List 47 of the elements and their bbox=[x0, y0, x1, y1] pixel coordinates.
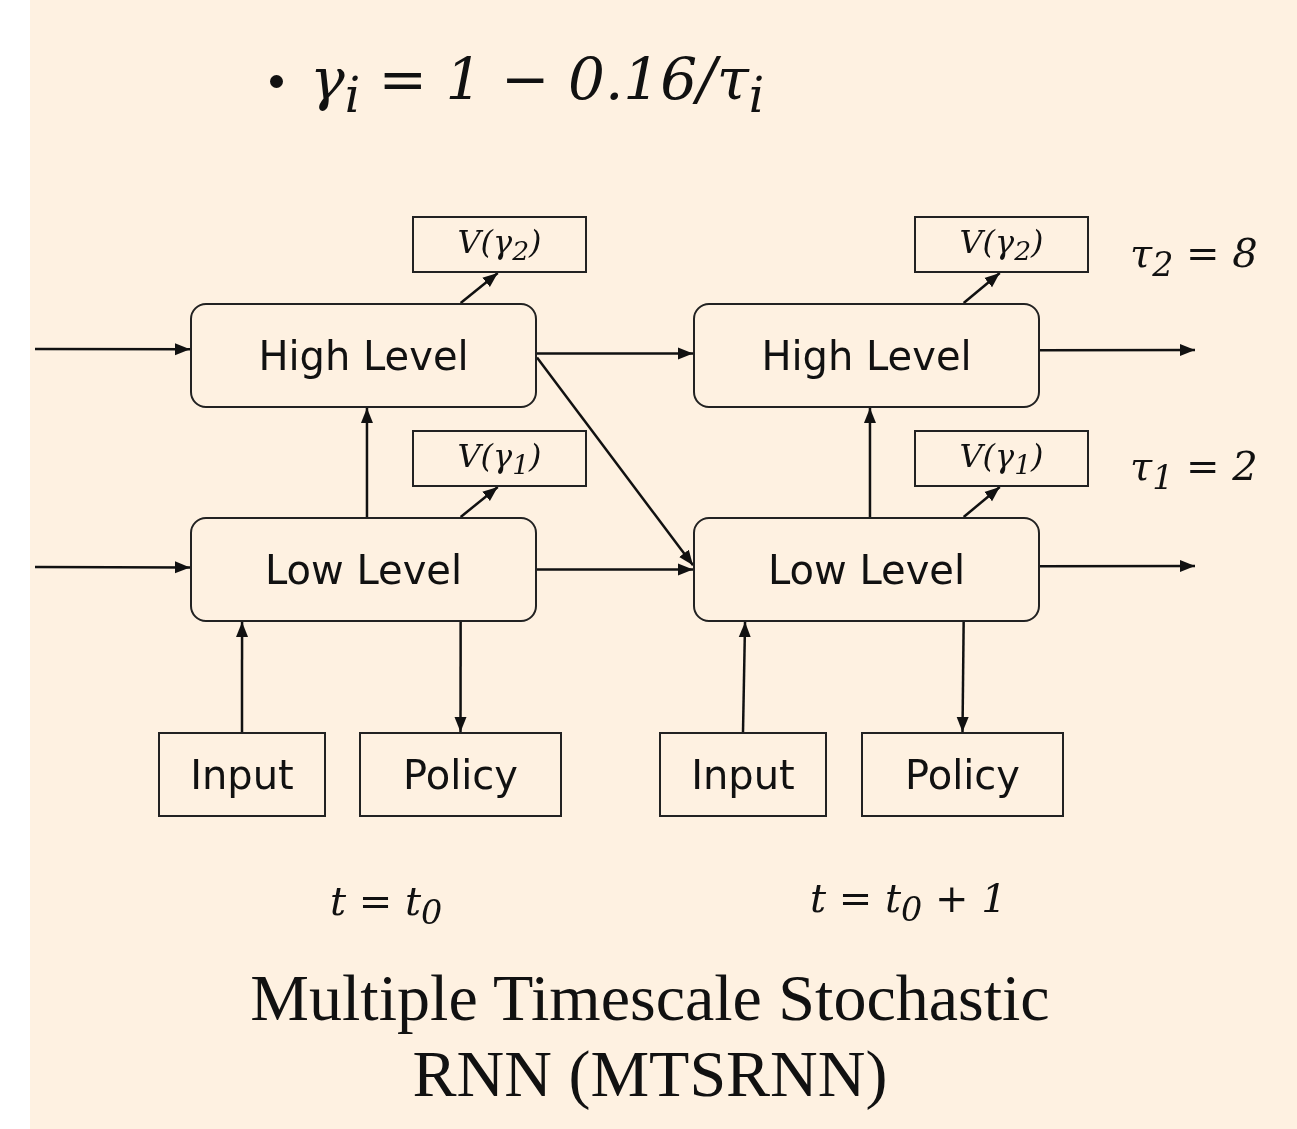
arrow bbox=[956, 622, 969, 732]
value-box bbox=[359, 732, 562, 817]
level-box bbox=[693, 303, 1040, 408]
value-box bbox=[914, 216, 1089, 273]
value-box bbox=[412, 430, 587, 487]
arrow bbox=[738, 621, 751, 733]
arrow bbox=[863, 408, 876, 517]
box-label: V(γ$_{2}$) bbox=[959, 222, 1044, 267]
timescale-label: τ$_{2}$ = 8 bbox=[1130, 230, 1258, 284]
timescale-label: τ$_{1}$ = 2 bbox=[1130, 443, 1258, 497]
box-label: V(γ$_{1}$) bbox=[457, 436, 542, 481]
arrow bbox=[537, 347, 693, 360]
value-box bbox=[659, 732, 827, 817]
arrow bbox=[459, 486, 499, 518]
arrow bbox=[35, 343, 190, 356]
arrow bbox=[537, 563, 693, 576]
level-box bbox=[190, 517, 537, 622]
value-box bbox=[914, 430, 1089, 487]
box-label: Policy bbox=[904, 751, 1021, 798]
box-label: Input bbox=[190, 751, 294, 798]
box-label: V(γ$_{1}$) bbox=[959, 436, 1044, 481]
time-label: t = t$_{0}$ bbox=[330, 878, 443, 932]
value-box bbox=[861, 732, 1064, 817]
arrow bbox=[536, 356, 694, 567]
arrow bbox=[962, 486, 1001, 518]
arrow bbox=[35, 561, 190, 574]
value-box bbox=[158, 732, 326, 817]
caption: Multiple Timescale Stochastic RNN (MTSRNN) bbox=[249, 960, 1051, 1112]
level-box bbox=[693, 517, 1040, 622]
value-box bbox=[412, 216, 587, 273]
arrow bbox=[1040, 344, 1195, 356]
box-label: High Level bbox=[258, 332, 469, 379]
box-label: High Level bbox=[761, 332, 972, 379]
arrow bbox=[236, 622, 249, 732]
box-label: Policy bbox=[402, 751, 519, 798]
box-label: Input bbox=[691, 751, 795, 798]
arrow bbox=[459, 272, 499, 304]
arrow bbox=[454, 622, 467, 732]
level-box bbox=[190, 303, 537, 408]
formula-heading: γ$_{i}$ = 1 − 0.16/τ$_{i}$ bbox=[310, 45, 765, 123]
box-label: Low Level bbox=[767, 546, 966, 593]
box-label: V(γ$_{2}$) bbox=[457, 222, 542, 267]
arrow bbox=[360, 408, 373, 517]
arrow bbox=[1040, 560, 1195, 573]
arrow bbox=[962, 272, 1001, 304]
time-label: t = t$_{0}$ + 1 bbox=[810, 875, 1007, 929]
box-label: Low Level bbox=[264, 546, 463, 593]
